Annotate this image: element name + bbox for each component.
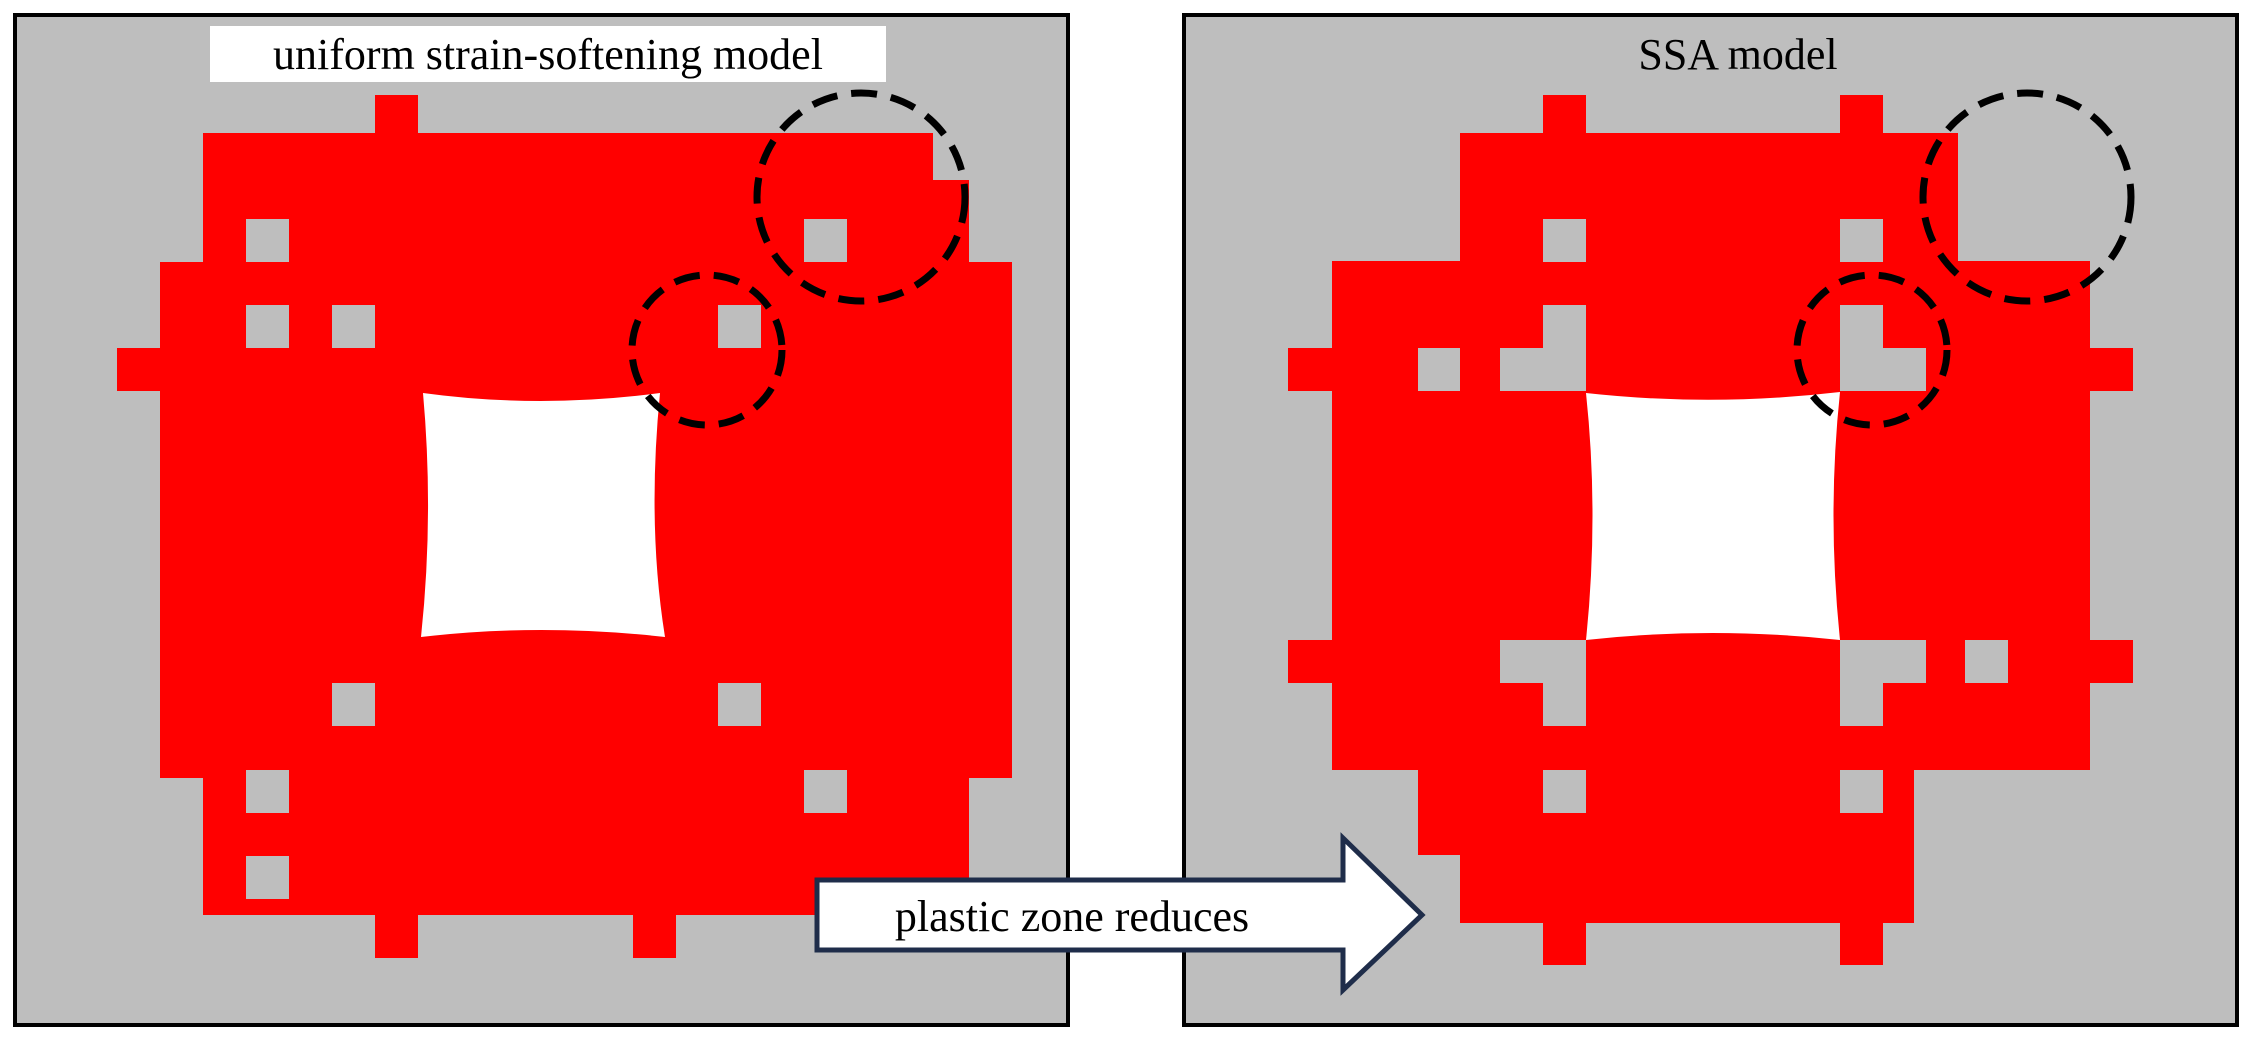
reduction-arrow: plastic zone reduces bbox=[814, 832, 1426, 996]
excavation-opening bbox=[421, 393, 665, 637]
excavation-opening bbox=[1586, 392, 1840, 640]
panel-title: uniform strain-softening model bbox=[273, 30, 823, 79]
highlight-circle-small bbox=[628, 271, 786, 429]
elastic-cells bbox=[246, 133, 969, 899]
panel-title-box bbox=[210, 26, 886, 82]
highlight-circle-small bbox=[1793, 271, 1951, 429]
panel-title: SSA model bbox=[1638, 30, 1837, 79]
arrow-label: plastic zone reduces bbox=[895, 892, 1249, 941]
arrow-shape bbox=[814, 832, 1426, 996]
highlight-circle-large bbox=[1919, 89, 2135, 305]
panel-uniform-strain-softening: uniform strain-softening model bbox=[13, 13, 1070, 1027]
elastic-cells bbox=[1418, 219, 2008, 813]
highlight-circle-large bbox=[753, 89, 969, 305]
